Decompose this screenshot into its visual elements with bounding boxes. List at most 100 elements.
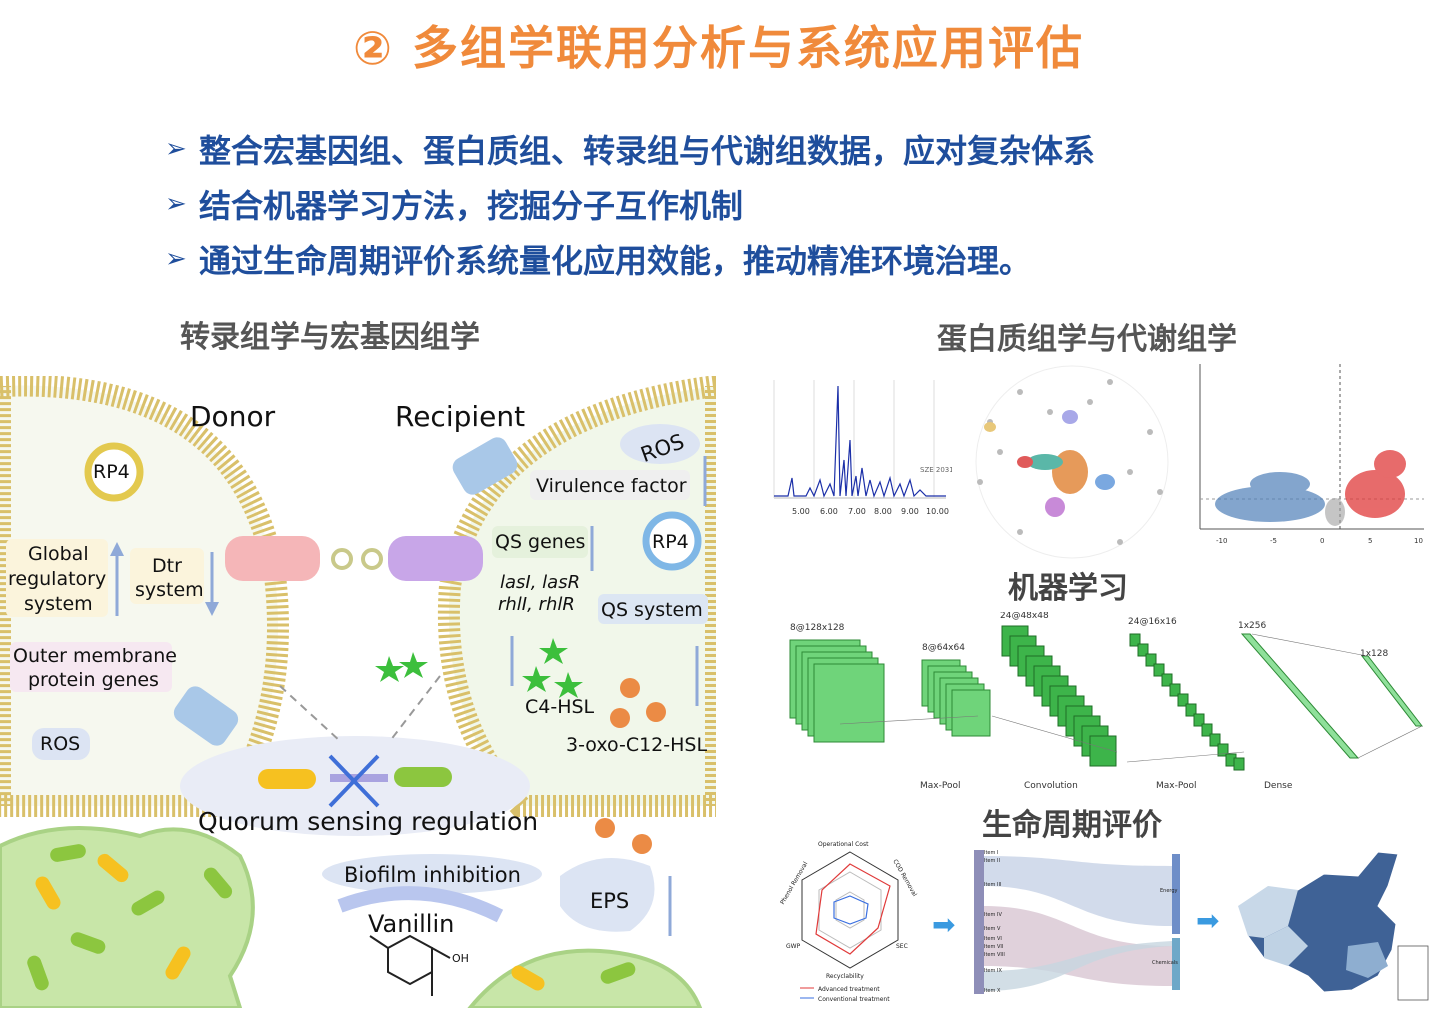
svg-text:Item X: Item X <box>984 988 1001 994</box>
china-map <box>1237 851 1429 1001</box>
svg-text:Recyclability: Recyclability <box>826 973 864 980</box>
svg-text:Max-Pool: Max-Pool <box>1156 781 1196 791</box>
svg-text:Max-Pool: Max-Pool <box>920 781 960 791</box>
svg-text:Virulence factor: Virulence factor <box>536 475 687 497</box>
svg-text:Item VI: Item VI <box>984 936 1002 942</box>
svg-text:Biofilm inhibition: Biofilm inhibition <box>344 863 521 887</box>
biofilm-bacteria <box>27 844 636 991</box>
svg-text:24@16x16: 24@16x16 <box>1128 617 1177 627</box>
svg-text:24@48x48: 24@48x48 <box>1000 612 1049 621</box>
svg-text:ROS: ROS <box>40 733 80 755</box>
arrow-icon: ➢ <box>165 189 187 219</box>
svg-text:RP4: RP4 <box>93 461 130 483</box>
bullet-text: 通过生命周期评价系统量化应用效能，推动精准环境治理。 <box>199 242 1032 280</box>
svg-text:lasI, lasR: lasI, lasR <box>500 572 580 593</box>
svg-text:Item IV: Item IV <box>984 912 1002 918</box>
svg-text:8@128x128: 8@128x128 <box>790 623 845 633</box>
svg-text:Item II: Item II <box>984 858 1000 864</box>
svg-text:Chemicals: Chemicals <box>1152 960 1178 966</box>
svg-text:Phenol Removal: Phenol Removal <box>779 860 809 905</box>
svg-text:RP4: RP4 <box>652 531 689 553</box>
donor-label: Donor <box>190 400 276 433</box>
svg-text:Energy: Energy <box>1160 888 1178 894</box>
spectrum-line <box>774 385 946 499</box>
svg-text:regulatory: regulatory <box>8 568 106 590</box>
cnn-architecture: 8@128x128 8@64x64 24@48x48 24@16x16 1x25… <box>789 612 1424 791</box>
svg-text:1x256: 1x256 <box>1238 621 1267 631</box>
svg-text:QS system: QS system <box>601 599 703 621</box>
rp4-plasmid-left <box>84 442 144 502</box>
svg-text:Item V: Item V <box>984 926 1001 932</box>
quorum-bubble <box>180 736 530 836</box>
svg-text:Operational Cost: Operational Cost <box>818 841 869 848</box>
svg-text:GWP: GWP <box>786 943 801 950</box>
quorum-sensing-illustration: Donor Recipient RP4 RP4 Global regulator… <box>0 376 716 1008</box>
svg-text:Item IX: Item IX <box>984 968 1002 974</box>
svg-text:-5: -5 <box>1270 537 1277 545</box>
arrow-icon: ➢ <box>165 134 187 164</box>
eps-blob <box>560 858 655 932</box>
bacterium-yellow <box>258 769 316 789</box>
svg-text:QS genes: QS genes <box>495 531 585 553</box>
svg-text:SEC: SEC <box>896 943 908 950</box>
svg-text:Dtr: Dtr <box>152 555 182 577</box>
svg-text:Convolution: Convolution <box>1024 781 1078 791</box>
quorum-label: Quorum sensing regulation <box>198 807 538 836</box>
svg-text:Item I: Item I <box>984 850 998 856</box>
svg-text:8.00: 8.00 <box>874 507 892 516</box>
svg-text:10.00: 10.00 <box>926 507 949 516</box>
svg-text:9.00: 9.00 <box>901 507 919 516</box>
svg-text:Conventional treatment: Conventional treatment <box>818 996 890 1003</box>
lca-title: 生命周期评价 <box>982 808 1162 843</box>
vanillin-structure <box>387 934 433 986</box>
svg-text:protein genes: protein genes <box>28 669 159 691</box>
svg-text:10: 10 <box>1414 537 1423 545</box>
recipient-pilus <box>388 536 483 581</box>
svg-text:Advanced treatment: Advanced treatment <box>818 986 880 993</box>
biofilm-label-bg <box>322 854 542 894</box>
oxo-hsl-dots <box>595 678 666 854</box>
sankey-diagram: Item I Item II Item III Item IV Item V I… <box>974 850 1180 994</box>
svg-text:5.00: 5.00 <box>792 507 810 516</box>
ml-title: 机器学习 <box>1008 571 1128 606</box>
svg-text:rhlI, rhlR: rhlI, rhlR <box>498 594 575 615</box>
svg-text:Outer membrane: Outer membrane <box>13 645 177 667</box>
svg-text:7.00: 7.00 <box>848 507 866 516</box>
svg-text:SZE 2031: SZE 2031 <box>920 466 952 474</box>
c4-hsl-stars <box>375 638 583 698</box>
bullet-text: 整合宏基因组、蛋白质组、转录组与代谢组数据，应对复杂体系 <box>199 132 1096 170</box>
svg-text:6.00: 6.00 <box>820 507 838 516</box>
bacterium-green <box>394 767 452 787</box>
bullet-1: ➢ 整合宏基因组、蛋白质组、转录组与代谢组数据，应对复杂体系 <box>165 126 1095 172</box>
svg-text:C4-HSL: C4-HSL <box>525 696 595 718</box>
bullet-text: 结合机器学习方法，挖掘分子互作机制 <box>199 187 744 225</box>
bullet-3: ➢ 通过生命周期评价系统量化应用效能，推动精准环境治理。 <box>165 236 1031 282</box>
protein-network <box>975 365 1169 559</box>
svg-text:Item VIII: Item VIII <box>984 952 1005 958</box>
svg-text:3-oxo-C12-HSL: 3-oxo-C12-HSL <box>566 734 707 756</box>
nmr-spectrum: SZE 2031 5.00 6.00 7.00 8.00 9.00 10.00 <box>773 380 952 516</box>
recipient-label: Recipient <box>395 400 525 433</box>
arrow-icon: ➢ <box>165 244 187 274</box>
left-section-title: 转录组学与宏基因组学 <box>180 320 480 355</box>
recipient-porin <box>452 437 518 495</box>
svg-text:Item VII: Item VII <box>984 944 1003 950</box>
rp4-plasmid-right <box>642 511 702 571</box>
page-title: ② 多组学联用分析与系统应用评估 <box>353 21 1084 75</box>
donor-pilus <box>225 536 320 581</box>
svg-text:EPS: EPS <box>590 889 629 913</box>
donor-porin <box>173 686 239 746</box>
conv-stack <box>1001 625 1245 771</box>
right-section-title: 蛋白质组学与代谢组学 <box>937 322 1237 357</box>
volcano-plot: -10 -5 0 5 10 <box>1199 364 1424 545</box>
biofilm-blob <box>0 826 255 1008</box>
svg-text:0: 0 <box>1320 537 1324 545</box>
arrow-right-icon: ➡ <box>1196 904 1220 937</box>
radar-chart: Operational Cost COD Removal SEC Recycla… <box>779 841 918 1003</box>
svg-text:system: system <box>135 579 204 601</box>
svg-text:1x128: 1x128 <box>1360 649 1389 659</box>
svg-text:8@64x64: 8@64x64 <box>922 643 965 653</box>
biofilm-blob-right <box>467 948 703 1008</box>
svg-text:system: system <box>24 593 93 615</box>
svg-text:-10: -10 <box>1216 537 1227 545</box>
